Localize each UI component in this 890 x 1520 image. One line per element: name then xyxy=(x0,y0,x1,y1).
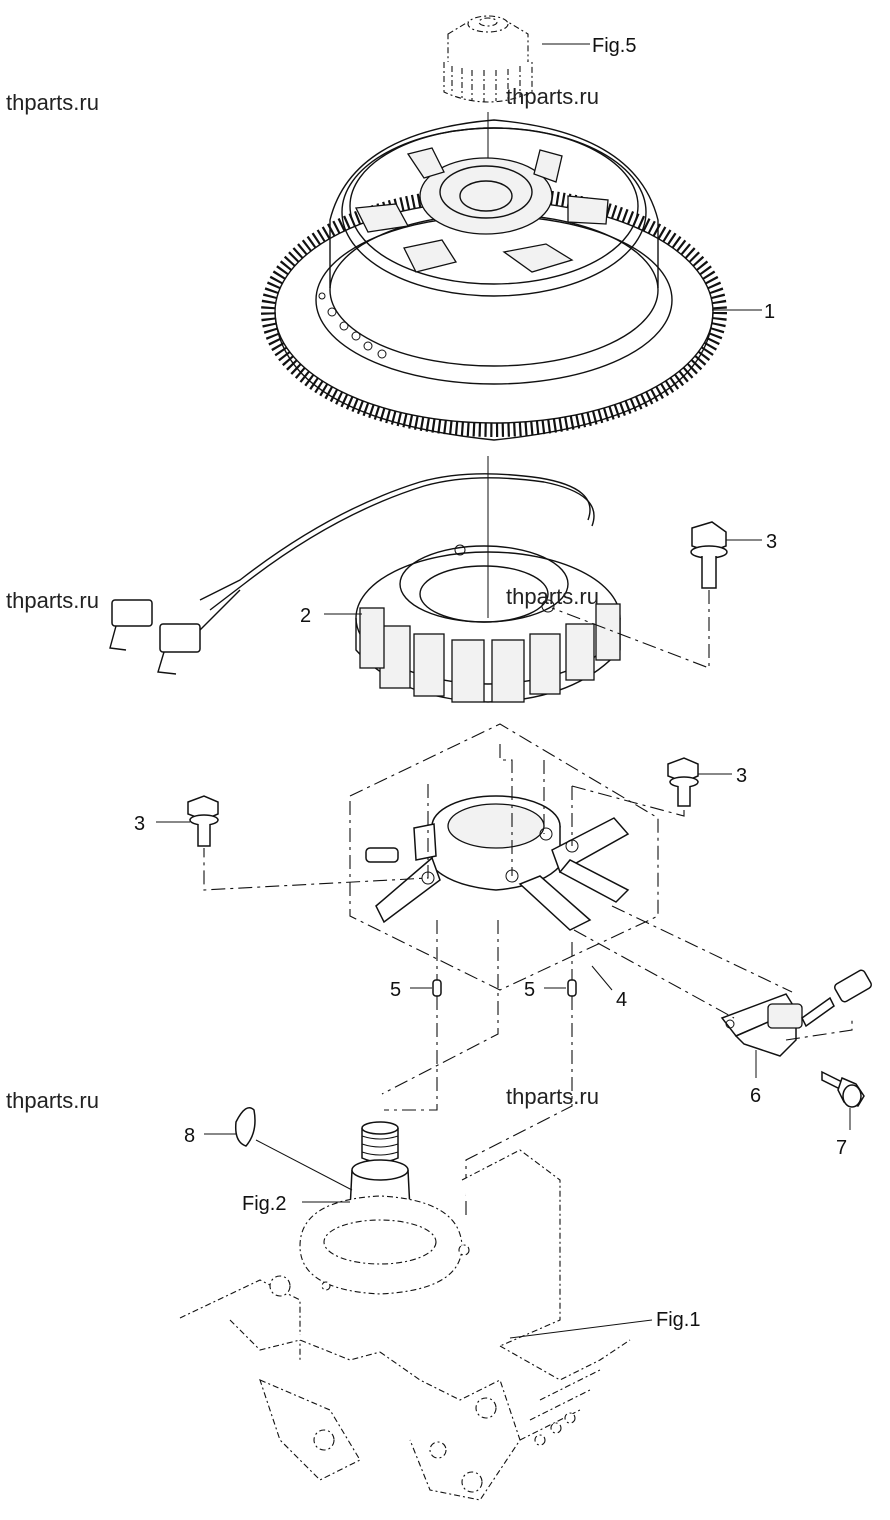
watermark-2: thparts.ru xyxy=(506,84,599,109)
watermark-5: thparts.ru xyxy=(6,1088,99,1113)
housing-bolt-left xyxy=(187,795,219,847)
callout-fig1: Fig.1 xyxy=(656,1309,700,1331)
woodruff-key xyxy=(234,1107,256,1147)
watermark-1: thparts.ru xyxy=(6,90,99,115)
dowel-pin-right xyxy=(567,979,577,997)
callout-part-5-right: 5 xyxy=(524,979,535,1001)
flywheel xyxy=(261,119,727,441)
plate-guide-line-b xyxy=(543,760,573,846)
assembly-dashed-frame xyxy=(349,723,659,991)
dowel-pin-left xyxy=(432,979,442,997)
coil-guide-line-a xyxy=(611,905,793,993)
callout-part-6: 6 xyxy=(750,1085,761,1107)
pulser-coil xyxy=(720,969,873,1057)
plate-guide-line-d xyxy=(203,784,429,891)
watermark-6: thparts.ru xyxy=(506,1084,599,1109)
callout-part-3-top: 3 xyxy=(766,531,777,553)
callout-fig5: Fig.5 xyxy=(592,35,636,57)
pin-guide-left xyxy=(384,920,438,1111)
callout-part-2: 2 xyxy=(300,605,311,627)
bolt-guide-line xyxy=(551,590,710,669)
coil-guide-line-b xyxy=(573,929,735,1019)
callout-part-1: 1 xyxy=(764,301,775,323)
housing-bolt-right xyxy=(667,757,699,807)
stator xyxy=(109,456,621,703)
callout-part-5-left: 5 xyxy=(390,979,401,1001)
watermark-3: thparts.ru xyxy=(6,588,99,613)
watermark-4: thparts.ru xyxy=(506,584,599,609)
stator-bolt xyxy=(690,521,728,589)
leader-8-shaft xyxy=(255,1139,353,1191)
flywheel-nut-ghost xyxy=(443,15,533,103)
pin-guide-right xyxy=(465,942,573,1220)
coil-guide-line-c xyxy=(785,1016,853,1041)
callout-part-3-left: 3 xyxy=(134,813,145,835)
callout-part-7: 7 xyxy=(836,1137,847,1159)
leader-4 xyxy=(591,965,613,991)
callout-fig2: Fig.2 xyxy=(242,1193,286,1215)
plate-guide-line-c xyxy=(571,785,685,817)
plate-guide-line-a xyxy=(499,744,513,876)
leader-fig1 xyxy=(509,1319,653,1339)
callout-part-3-right: 3 xyxy=(736,765,747,787)
callout-part-4: 4 xyxy=(616,989,627,1011)
callout-part-8: 8 xyxy=(184,1125,195,1147)
shaft-guide-line xyxy=(381,920,499,1095)
pulser-bolt xyxy=(821,1070,865,1108)
crankcase-ghost xyxy=(179,1149,631,1501)
base-plate xyxy=(365,795,630,931)
